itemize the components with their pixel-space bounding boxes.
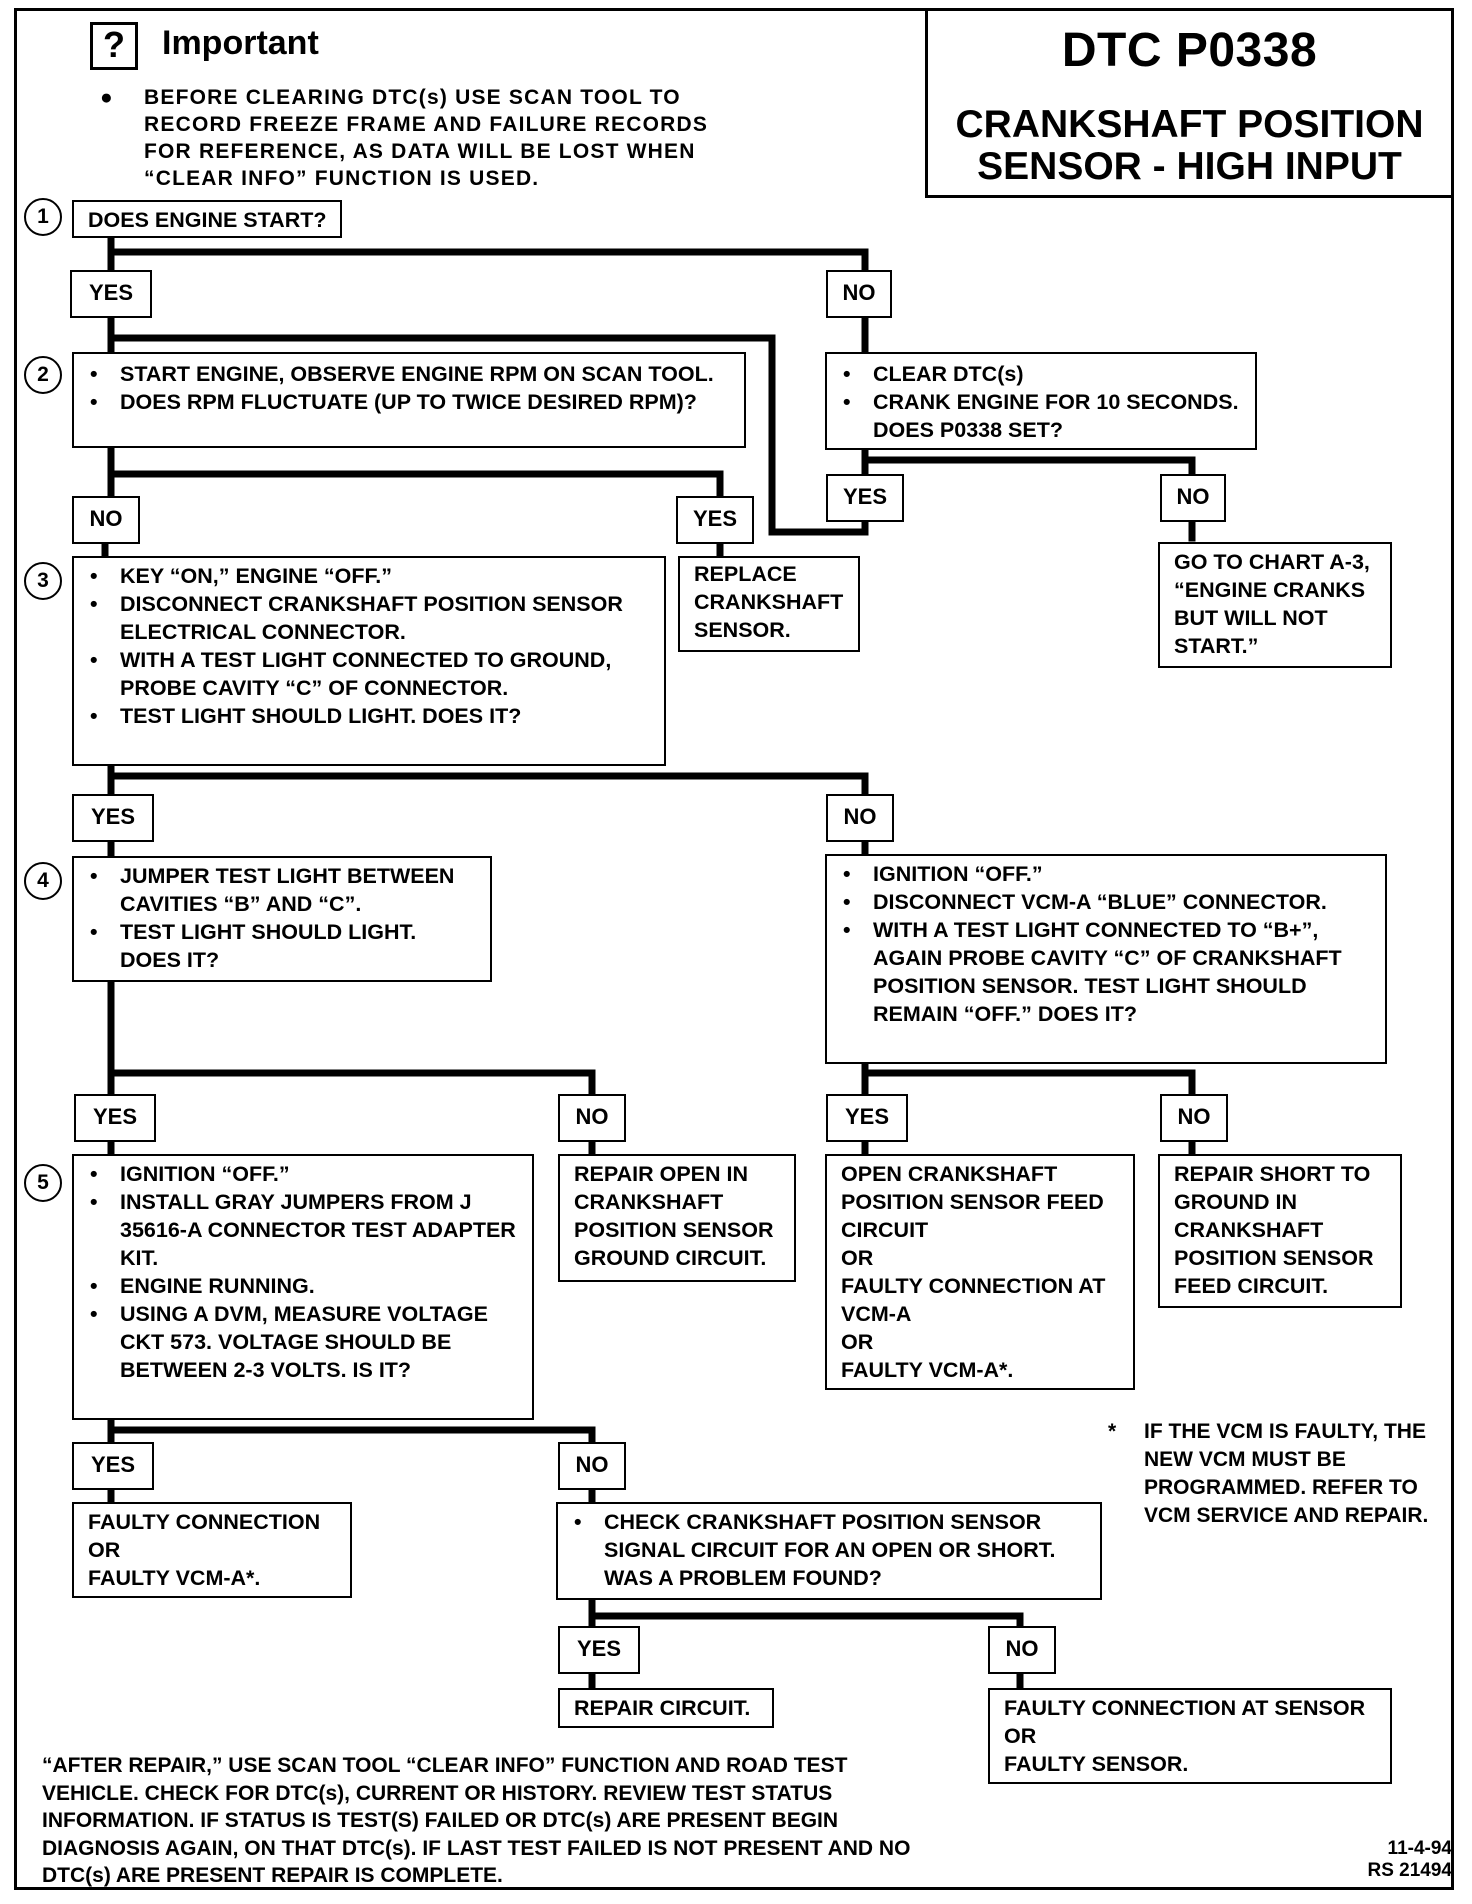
step-2-item: DOES RPM FLUCTUATE (UP TO TWICE DESIRED … — [88, 388, 736, 416]
step-1-number: 1 — [24, 198, 62, 236]
title-box: DTC P0338 CRANKSHAFT POSITION SENSOR - H… — [925, 8, 1454, 198]
replace-sensor-box: REPLACE CRANKSHAFT SENSOR. — [678, 556, 860, 652]
check-signal-yes-label: YES — [558, 1626, 640, 1674]
no-start-box: CLEAR DTC(s) CRANK ENGINE FOR 10 SECONDS… — [825, 352, 1257, 450]
check-signal-item: CHECK CRANKSHAFT POSITION SENSOR SIGNAL … — [572, 1508, 1092, 1592]
step-3-number: 3 — [24, 562, 62, 600]
revision-info: 11-4-94 RS 21494 — [1340, 1838, 1452, 1882]
step-4-item: JUMPER TEST LIGHT BETWEEN CAVITIES “B” A… — [88, 862, 482, 918]
step-4-item: TEST LIGHT SHOULD LIGHT. DOES IT? — [88, 918, 482, 974]
step-3-item: DISCONNECT CRANKSHAFT POSITION SENSOR EL… — [88, 590, 656, 646]
faulty-connection-vcm-text: FAULTY CONNECTION OR FAULTY VCM-A*. — [88, 1510, 321, 1590]
open-feed-text: OPEN CRANKSHAFT POSITION SENSOR FEED CIR… — [841, 1162, 1106, 1382]
step-5-item: USING A DVM, MEASURE VOLTAGE CKT 573. VO… — [88, 1300, 524, 1384]
step-4-number: 4 — [24, 862, 62, 900]
dtc-name: CRANKSHAFT POSITION SENSOR - HIGH INPUT — [928, 104, 1451, 188]
check-signal-box: CHECK CRANKSHAFT POSITION SENSOR SIGNAL … — [556, 1502, 1102, 1600]
no-start-item: CLEAR DTC(s) — [841, 360, 1247, 388]
important-note: ● BEFORE CLEARING DTC(s) USE SCAN TOOL T… — [100, 84, 720, 192]
step-2-list: START ENGINE, OBSERVE ENGINE RPM ON SCAN… — [88, 360, 736, 416]
step-2-yes-label: YES — [676, 496, 754, 544]
repair-circuit-box: REPAIR CIRCUIT. — [558, 1688, 774, 1728]
step-3-item: TEST LIGHT SHOULD LIGHT. DOES IT? — [88, 702, 656, 730]
step-4b-yes-label: YES — [826, 1094, 908, 1142]
step-5-yes-label: YES — [72, 1442, 154, 1490]
step-4-box: JUMPER TEST LIGHT BETWEEN CAVITIES “B” A… — [72, 856, 492, 982]
repair-open-ground-box: REPAIR OPEN IN CRANKSHAFT POSITION SENSO… — [558, 1154, 796, 1282]
step-3-item: KEY “ON,” ENGINE “OFF.” — [88, 562, 656, 590]
step-4-no-item: DISCONNECT VCM-A “BLUE” CONNECTOR. — [841, 888, 1377, 916]
after-repair-footer: “AFTER REPAIR,” USE SCAN TOOL “CLEAR INF… — [42, 1754, 911, 1887]
repair-short-feed-text: REPAIR SHORT TO GROUND IN CRANKSHAFT POS… — [1174, 1162, 1374, 1298]
no-start-item: CRANK ENGINE FOR 10 SECONDS. DOES P0338 … — [841, 388, 1247, 444]
check-signal-list: CHECK CRANKSHAFT POSITION SENSOR SIGNAL … — [572, 1508, 1092, 1592]
faulty-connection-vcm-box: FAULTY CONNECTION OR FAULTY VCM-A*. — [72, 1502, 352, 1598]
step-5-item: IGNITION “OFF.” — [88, 1160, 524, 1188]
step-4-no-label: NO — [558, 1094, 626, 1142]
step-5-no-label: NO — [558, 1442, 626, 1490]
step-2-no-label: NO — [72, 496, 140, 544]
step-4-no-item: IGNITION “OFF.” — [841, 860, 1377, 888]
faulty-sensor-box: FAULTY CONNECTION AT SENSOR OR FAULTY SE… — [988, 1688, 1392, 1784]
step-4b-no-label: NO — [1160, 1094, 1228, 1142]
open-feed-box: OPEN CRANKSHAFT POSITION SENSOR FEED CIR… — [825, 1154, 1135, 1390]
dtc-code: DTC P0338 — [1061, 24, 1318, 77]
p0338-sets-yes-label: YES — [826, 474, 904, 522]
step-4-yes-label: YES — [74, 1094, 156, 1142]
vcm-note: * IF THE VCM IS FAULTY, THE NEW VCM MUST… — [1108, 1418, 1458, 1530]
step-5-number: 5 — [24, 1164, 62, 1202]
revision-ref: RS 21494 — [1367, 1860, 1452, 1881]
faulty-sensor-text: FAULTY CONNECTION AT SENSOR OR FAULTY SE… — [1004, 1696, 1366, 1776]
step-5-item: INSTALL GRAY JUMPERS FROM J 35616-A CONN… — [88, 1188, 524, 1272]
repair-short-feed-box: REPAIR SHORT TO GROUND IN CRANKSHAFT POS… — [1158, 1154, 1402, 1308]
replace-sensor-text: REPLACE CRANKSHAFT SENSOR. — [694, 562, 844, 642]
check-signal-no-label: NO — [988, 1626, 1056, 1674]
step-4-no-item: WITH A TEST LIGHT CONNECTED TO “B+”, AGA… — [841, 916, 1377, 1028]
important-heading: Important — [162, 24, 319, 62]
step-5-box: IGNITION “OFF.” INSTALL GRAY JUMPERS FRO… — [72, 1154, 534, 1420]
repair-circuit-text: REPAIR CIRCUIT. — [574, 1696, 751, 1720]
step-1-box: DOES ENGINE START? — [72, 200, 342, 238]
repair-open-ground-text: REPAIR OPEN IN CRANKSHAFT POSITION SENSO… — [574, 1162, 774, 1270]
note-asterisk: * — [1108, 1420, 1117, 1443]
step-4-no-box: IGNITION “OFF.” DISCONNECT VCM-A “BLUE” … — [825, 854, 1387, 1064]
page-border — [14, 8, 1454, 1890]
step-2-number: 2 — [24, 356, 62, 394]
step-4-list: JUMPER TEST LIGHT BETWEEN CAVITIES “B” A… — [88, 862, 482, 974]
step-3-list: KEY “ON,” ENGINE “OFF.” DISCONNECT CRANK… — [88, 562, 656, 730]
p0338-sets-no-label: NO — [1160, 474, 1226, 522]
step-1-question: DOES ENGINE START? — [88, 208, 327, 232]
important-icon: ? — [90, 22, 138, 70]
step-3-no-label: NO — [826, 794, 894, 842]
vcm-note-text: IF THE VCM IS FAULTY, THE NEW VCM MUST B… — [1144, 1420, 1429, 1527]
step-5-list: IGNITION “OFF.” INSTALL GRAY JUMPERS FRO… — [88, 1160, 524, 1384]
dtc-name-line2: SENSOR - HIGH INPUT — [977, 145, 1402, 188]
step-3-yes-label: YES — [72, 794, 154, 842]
step-2-item: START ENGINE, OBSERVE ENGINE RPM ON SCAN… — [88, 360, 736, 388]
step-4-no-list: IGNITION “OFF.” DISCONNECT VCM-A “BLUE” … — [841, 860, 1377, 1028]
step-1-yes-label: YES — [70, 270, 152, 318]
revision-date: 11-4-94 — [1387, 1838, 1452, 1859]
step-5-item: ENGINE RUNNING. — [88, 1272, 524, 1300]
important-note-text: BEFORE CLEARING DTC(s) USE SCAN TOOL TO … — [144, 86, 709, 190]
go-to-chart-box: GO TO CHART A-3, “ENGINE CRANKS BUT WILL… — [1158, 542, 1392, 668]
step-3-box: KEY “ON,” ENGINE “OFF.” DISCONNECT CRANK… — [72, 556, 666, 766]
dtc-name-line1: CRANKSHAFT POSITION — [955, 103, 1424, 146]
bullet-icon: ● — [100, 86, 114, 109]
go-to-chart-text: GO TO CHART A-3, “ENGINE CRANKS BUT WILL… — [1174, 550, 1370, 658]
no-start-list: CLEAR DTC(s) CRANK ENGINE FOR 10 SECONDS… — [841, 360, 1247, 444]
step-3-item: WITH A TEST LIGHT CONNECTED TO GROUND, P… — [88, 646, 656, 702]
step-2-box: START ENGINE, OBSERVE ENGINE RPM ON SCAN… — [72, 352, 746, 448]
step-1-no-label: NO — [826, 270, 892, 318]
